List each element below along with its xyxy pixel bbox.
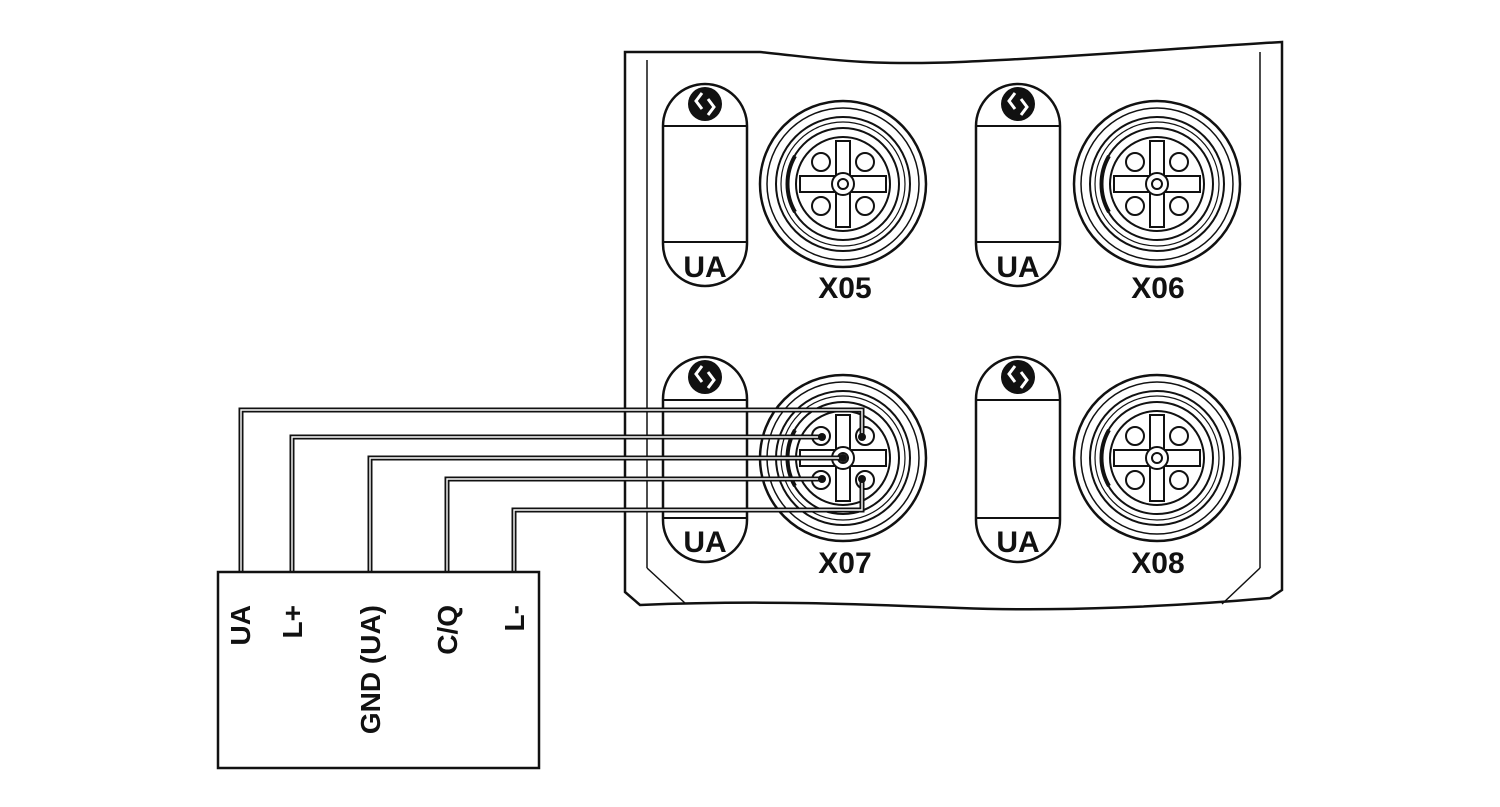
device-box: UA L+ GND (UA) C/Q L- [216, 570, 541, 770]
port-label-x05: X05 [818, 272, 871, 305]
status-window-x08: UA [974, 355, 1062, 564]
pin-contact [858, 433, 866, 441]
wire-c-q [444, 476, 822, 572]
io-link-icon [999, 358, 1037, 396]
terminal-label-ua: UA [225, 605, 256, 645]
port-label-x06: X06 [1131, 272, 1184, 305]
io-link-icon [999, 85, 1037, 123]
terminal-label-l-plus: L+ [277, 605, 308, 638]
m12-connector-icon [1072, 99, 1242, 269]
connector-x06: X06 [1072, 99, 1242, 305]
terminal-label-c-q: C/Q [432, 605, 463, 655]
pin-contact [839, 454, 847, 462]
wire-l-minus [511, 482, 865, 572]
ua-label: UA [996, 526, 1039, 559]
port-label-x07: X07 [818, 547, 871, 580]
connector-x07: X07 [758, 373, 928, 580]
io-link-icon [686, 358, 724, 396]
connector-x05: X05 [758, 99, 928, 305]
ua-label: UA [683, 251, 726, 284]
ua-label: UA [683, 526, 726, 559]
wires [238, 407, 866, 572]
wire-ua [238, 407, 865, 572]
wire-gnd-ua [367, 455, 843, 572]
port-label-x08: X08 [1131, 547, 1184, 580]
status-window-x05: UA [661, 82, 749, 288]
terminal-label-gnd-ua: GND (UA) [355, 605, 386, 734]
ua-label: UA [996, 251, 1039, 284]
terminal-label-l-minus: L- [499, 605, 530, 631]
pin-contact [818, 433, 826, 441]
m12-connector-icon [1072, 373, 1242, 543]
status-window-x06: UA [974, 82, 1062, 288]
m12-connector-icon [758, 99, 928, 269]
connector-x08: X08 [1072, 373, 1242, 580]
io-link-icon [686, 85, 724, 123]
wire-l-plus [289, 434, 822, 572]
pin-contact [858, 475, 866, 483]
pin-contact [818, 475, 826, 483]
